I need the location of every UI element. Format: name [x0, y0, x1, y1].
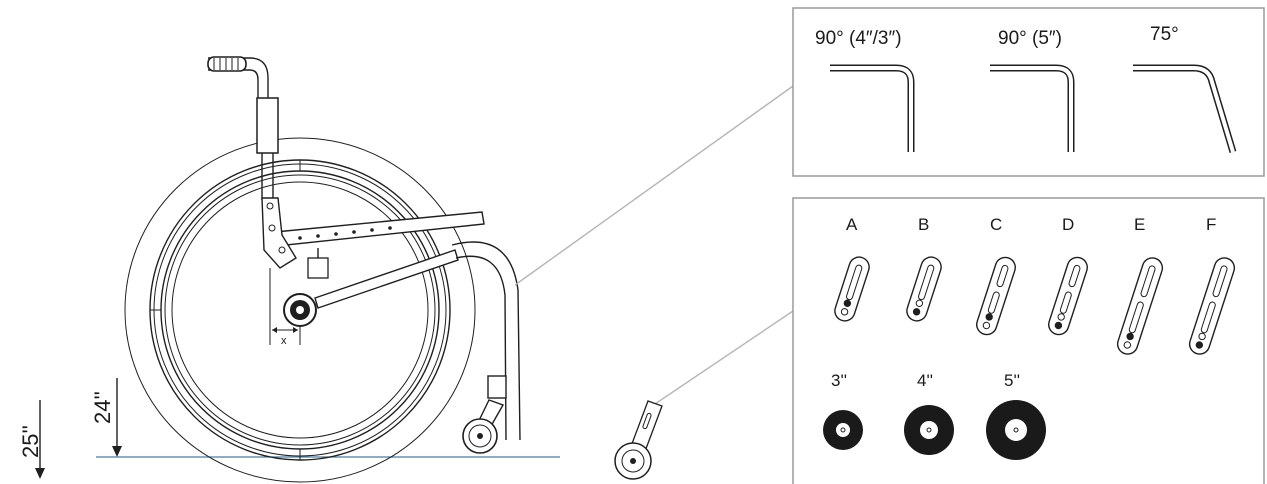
fork-detail-callout	[614, 400, 663, 480]
fork-option-label: D	[1062, 215, 1074, 234]
backrest-option-90-5[interactable]: 90° (5″)	[990, 28, 1075, 152]
caster-option-label: 4''	[917, 371, 933, 390]
backrest-option-90-4-3[interactable]: 90° (4″/3″)	[815, 28, 915, 152]
fork-option-label: B	[918, 215, 929, 234]
leader-line-fork	[654, 310, 794, 405]
fork-option-a[interactable]: A	[832, 215, 871, 323]
fork-caster-options-panel: A B C D E F 3'' 4'' 5''	[792, 197, 1265, 484]
seat-height-24-label: 24''	[90, 391, 115, 424]
fork-option-label: A	[846, 215, 858, 234]
backrest-options-panel: 90° (4″/3″) 90° (5″) 75°	[792, 7, 1265, 177]
fork-arm	[906, 256, 942, 322]
main-frame-tube	[314, 241, 521, 441]
backrest-option-75[interactable]: 75°	[1133, 24, 1237, 154]
backrest-option-label: 75°	[1150, 24, 1179, 45]
axle-offset-dimension: x	[269, 268, 301, 347]
caster-hub	[920, 421, 938, 439]
backrest-post-sleeve	[256, 97, 279, 154]
wheelchair-side-view: x	[124, 56, 521, 483]
caster-option-label: 3''	[831, 371, 847, 390]
caster-option-3in[interactable]: 3''	[823, 371, 863, 450]
fork-option-label: F	[1206, 215, 1216, 234]
caster-option-4in[interactable]: 4''	[904, 371, 954, 455]
fork-option-label: E	[1134, 215, 1145, 234]
fork-options: A B C D E F	[832, 215, 1237, 357]
backrest-option-label: 90° (5″)	[998, 28, 1062, 49]
caster-option-label: 5''	[1004, 371, 1020, 390]
fork-option-e[interactable]: E	[1115, 215, 1165, 357]
caster-option-5in[interactable]: 5''	[986, 371, 1046, 460]
front-caster-wheel	[462, 418, 498, 454]
caster-hub	[1005, 419, 1027, 441]
seat-height-25-label: 25''	[18, 425, 43, 458]
seat-height-25-marker: 25''	[18, 400, 45, 479]
leader-line-backrest	[514, 85, 794, 286]
fork-arm	[1116, 257, 1164, 355]
fork-option-label: C	[990, 215, 1002, 234]
caster-options: 3'' 4'' 5''	[823, 371, 1046, 460]
fork-option-f[interactable]: F	[1187, 215, 1237, 357]
seat-height-24-marker: 24''	[90, 378, 122, 457]
caster-hub	[836, 423, 850, 437]
fork-option-c[interactable]: C	[974, 215, 1018, 337]
rear-wheel-hub	[283, 293, 317, 327]
fork-arm	[976, 256, 1016, 336]
backrest-hinge-bracket	[261, 197, 297, 269]
fork-arm	[834, 256, 870, 322]
fork-option-b[interactable]: B	[904, 215, 943, 323]
fork-arm	[1048, 256, 1088, 336]
axle-plate	[307, 248, 329, 279]
backrest-option-label: 90° (4″/3″)	[815, 28, 902, 49]
push-handle	[207, 56, 269, 100]
rear-wheel-outer	[124, 137, 476, 483]
fork-option-d[interactable]: D	[1046, 215, 1090, 337]
fork-arm	[1188, 257, 1236, 355]
axle-offset-label: x	[281, 335, 287, 347]
seat-rail	[274, 211, 485, 247]
